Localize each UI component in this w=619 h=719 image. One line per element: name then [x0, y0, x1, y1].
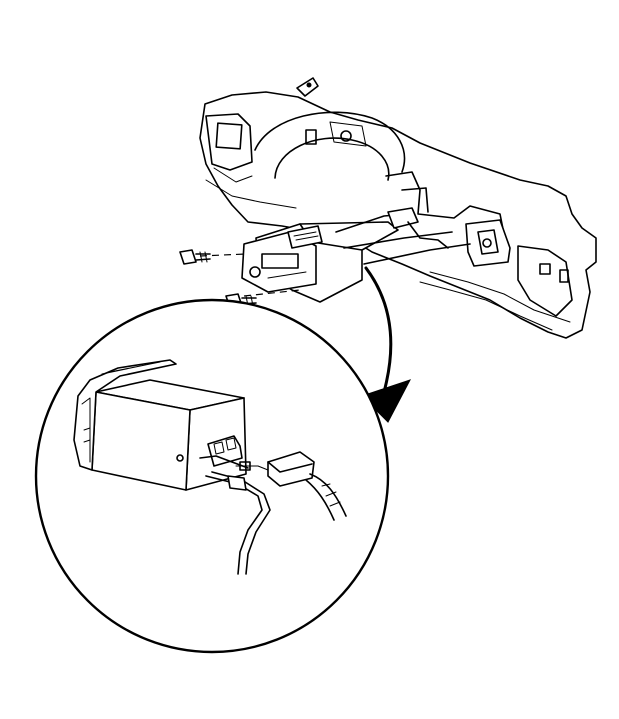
upper-screw: [179, 249, 211, 265]
left-vent-grille: [215, 122, 243, 150]
dash-harness-plug: [387, 207, 419, 229]
detail-connector-pins: [213, 437, 237, 455]
radio-guide-rail: [363, 243, 471, 265]
detail-plug-tab: [235, 465, 269, 471]
callout-arrow-highlight: [371, 299, 380, 383]
panel-right-tab: [539, 263, 551, 275]
cluster-gauge-bezel: [329, 121, 367, 147]
detail-antenna-connector: [227, 475, 247, 491]
detail-view: [34, 298, 390, 654]
detail-harness-wire-lower: [305, 479, 335, 521]
instrument-panel: [199, 77, 597, 339]
radio-button-row: [267, 271, 307, 279]
panel-left-lower-edge: [205, 179, 297, 209]
radio-rear-connector: [287, 225, 323, 249]
radio-connector-pins: [293, 231, 319, 241]
upper-screw-path: [199, 253, 247, 257]
callout-arrow: [361, 266, 412, 423]
radio-assembly: [241, 207, 471, 303]
left-vent-trim: [213, 167, 253, 183]
detail-harness-wire-upper: [309, 473, 347, 517]
callout-arrow-head: [361, 379, 412, 423]
left-air-vent: [205, 113, 253, 171]
radio-knob: [249, 266, 261, 278]
cluster-switch: [305, 129, 317, 145]
center-stack-frame: [385, 171, 507, 245]
cluster-gauge: [340, 130, 352, 142]
lower-screw-path: [243, 289, 301, 297]
detail-faceplate-edge: [81, 397, 91, 463]
detail-plug-edge: [267, 461, 313, 473]
detail-harness-tape: [321, 483, 341, 507]
panel-lower-ridge: [429, 271, 571, 323]
panel-mount-hole: [306, 82, 312, 88]
right-vent-grille: [477, 229, 499, 255]
panel-right-end: [517, 245, 573, 317]
center-stack-bracket: [401, 187, 429, 213]
cluster-opening: [274, 137, 390, 181]
radio-lower-rail: [343, 231, 453, 249]
panel-lower-edge: [419, 281, 553, 331]
callout-arrow-line: [364, 266, 393, 394]
dash-harness-wire: [407, 221, 449, 249]
detail-faceplate: [73, 359, 177, 471]
right-vent-knob: [482, 238, 492, 248]
detail-faceplate-lines: [101, 361, 161, 375]
detail-plug-latch: [239, 461, 251, 471]
cluster-hood: [254, 111, 406, 173]
radio-display: [261, 253, 299, 269]
panel-right-clip: [559, 269, 569, 283]
detail-screw-hole: [176, 454, 184, 462]
